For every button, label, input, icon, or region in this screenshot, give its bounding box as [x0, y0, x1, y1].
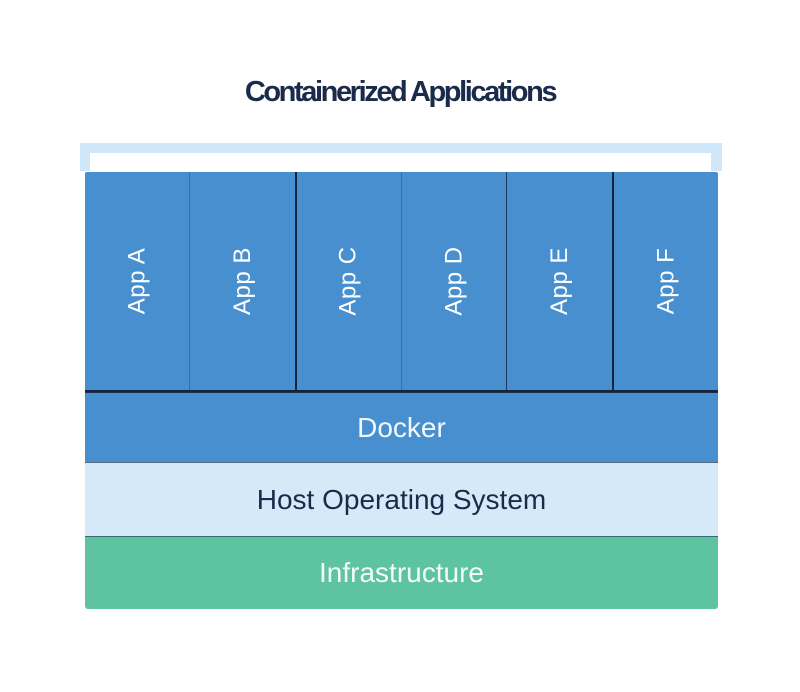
infrastructure-layer-label: Infrastructure [319, 557, 484, 588]
diagram-title: Containerized Applications [244, 76, 558, 108]
app-label: App F [651, 247, 679, 315]
host-os-layer-label: Host Operating System [256, 483, 547, 515]
app-label: App E [545, 247, 573, 315]
docker-layer: Docker [85, 392, 718, 462]
architecture-stack: App A App B App C App D App E App F Dock… [85, 172, 718, 609]
app-box-c: App C [297, 172, 402, 390]
docker-layer-label: Docker [357, 411, 446, 443]
app-label: App D [440, 246, 468, 316]
infrastructure-layer: Infrastructure [85, 536, 718, 609]
apps-row: App A App B App C App D App E App F [85, 172, 718, 392]
app-label: App A [123, 247, 151, 315]
app-label: App C [334, 246, 362, 316]
host-os-layer: Host Operating System [85, 462, 718, 536]
app-box-a: App A [85, 172, 191, 390]
apps-group-bracket [80, 143, 722, 171]
app-label: App B [228, 247, 256, 315]
app-box-e: App E [507, 172, 614, 390]
app-box-d: App D [402, 172, 508, 390]
app-box-b: App B [190, 172, 297, 390]
app-box-f: App F [614, 172, 718, 390]
